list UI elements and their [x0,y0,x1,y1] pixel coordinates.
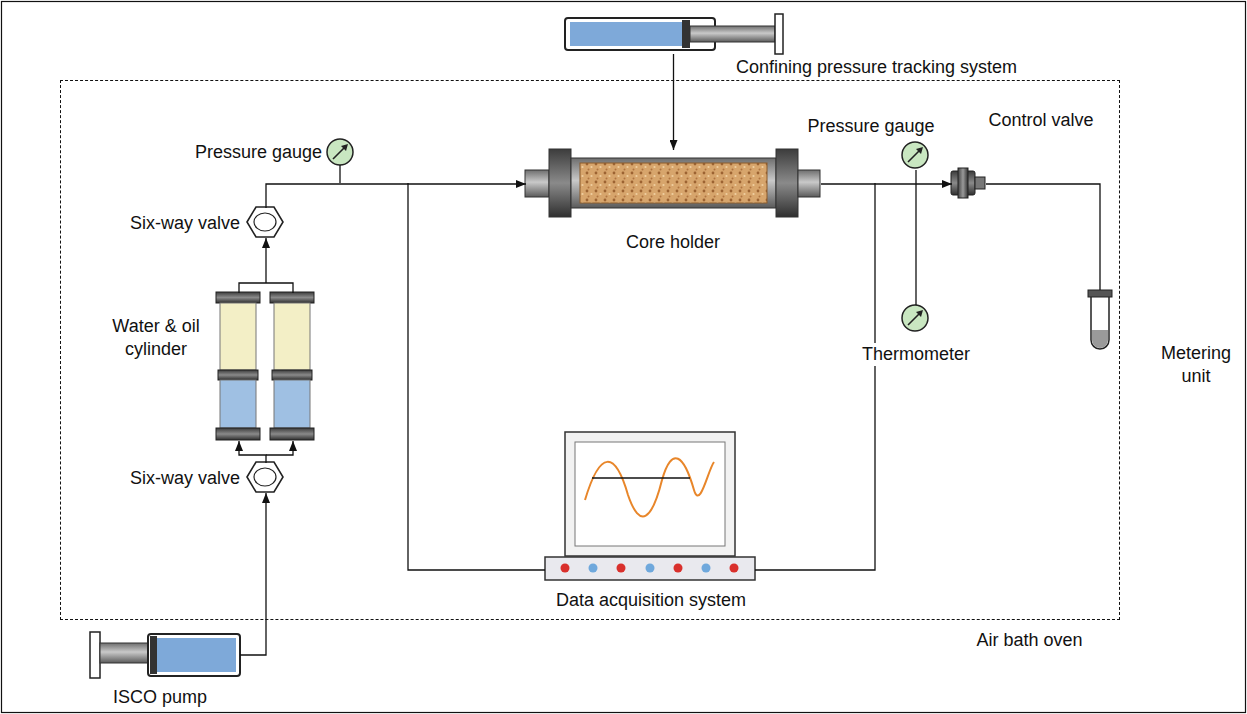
isco-pump [90,632,240,678]
thermometer-dial [902,305,928,331]
pressure-gauge: Pressure gauge [902,142,930,170]
flow-connector [239,441,293,463]
component-label: Core holder [625,231,721,254]
control-valve: Control valve [952,169,986,199]
pressure-gauge-left [327,139,353,165]
connector-line [915,170,916,305]
connector-line [821,183,952,184]
confining-pressure-system: Confining pressure tracking system [565,14,785,54]
pressure-gauge: Pressure gauge [327,139,355,167]
tap-wires [340,165,875,570]
thermometer: Thermometer [902,305,930,333]
flow-connector [821,184,952,185]
six-way-valve-upper [247,207,283,237]
confining-syringe [565,14,783,54]
connector-line [986,184,1100,290]
component-label: Pressure gauge [806,115,935,138]
data-acquisition-system: Data acquisition system [546,433,756,581]
pressure-gauge-right [902,142,928,168]
flow-connector [986,184,1100,290]
component-label: Data acquisition system [555,589,747,612]
connector-line [239,283,293,293]
component-label: Air bath oven [975,629,1083,652]
component-label: Thermometer [861,343,971,366]
connector-line [239,441,266,463]
component-label: ISCO pump [112,686,208,709]
metering-tube [1088,290,1112,349]
connector-line [240,493,266,655]
component-label: Metering unit [1152,342,1240,387]
core-holder: Core holder [526,150,821,218]
component-label: Six-way valve [129,467,241,490]
flow-connector [673,54,674,150]
flow-connector [239,238,293,293]
connector-line [673,54,674,150]
component-label: Control valve [987,109,1094,132]
connector-line [266,441,293,455]
flow-connector [266,184,526,208]
air-bath-oven: Air bath ovenPressure gaugeSix-way valve… [60,80,1120,620]
metering-unit: Metering unit [1088,290,1112,350]
isco-pump: ISCO pump [90,632,240,678]
component-label: Confining pressure tracking system [735,56,1018,79]
connector-line [266,184,526,208]
flow-connector [916,170,917,305]
six-way-valve: Six-way valve [248,463,284,493]
six-way-valve: Six-way valve [248,208,284,238]
component-label: Water & oil cylinder [99,315,213,360]
data-acquisition-unit [545,432,755,580]
six-way-valve-lower [247,462,283,492]
component-label: Pressure gauge [194,141,323,164]
connector-line [265,238,266,283]
control-valve [951,168,985,198]
water-oil-cylinder: Water & oil cylinder [217,293,315,441]
water-oil-cylinders [216,292,314,440]
component-label: Six-way valve [129,212,241,235]
flow-connector [240,493,266,655]
core-holder [525,149,820,217]
